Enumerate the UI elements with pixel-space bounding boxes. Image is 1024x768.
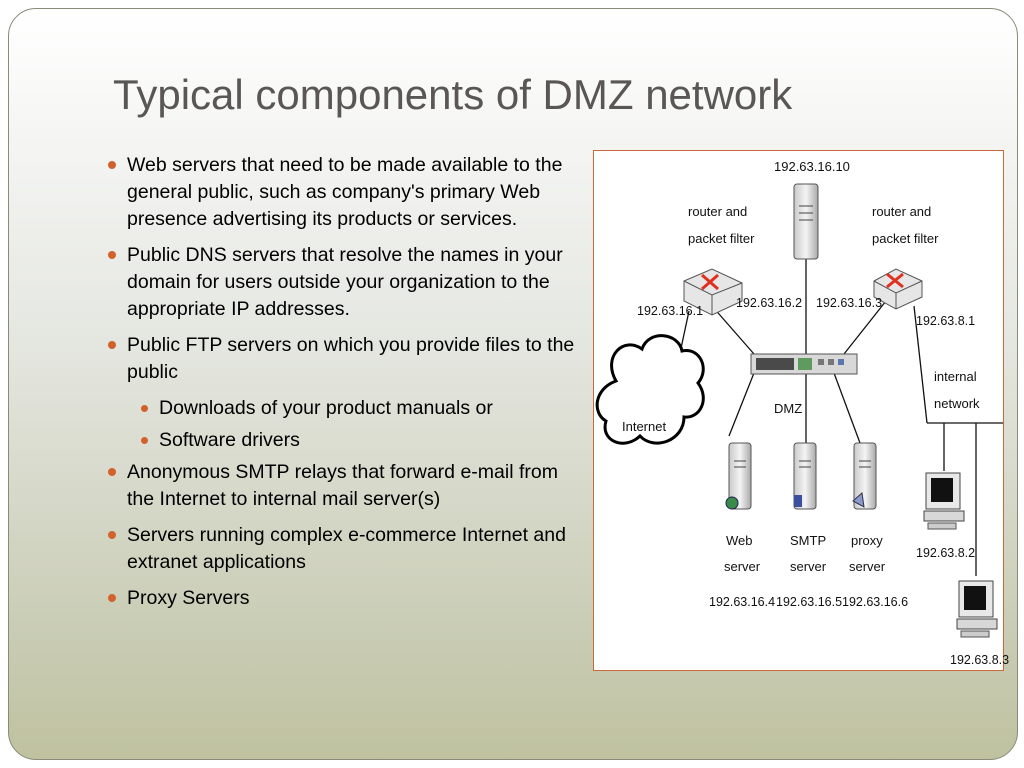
bullet-text: Servers running complex e-commerce Inter… [127, 524, 566, 573]
top-server-ip: 192.63.16.10 [774, 159, 850, 174]
bullet-dot-icon [108, 594, 116, 602]
slide-title: Typical components of DMZ network [113, 71, 793, 118]
sub-bullet-item: Software drivers [97, 427, 577, 454]
bullet-text: Downloads of your product manuals or [159, 397, 493, 419]
top-server-icon [793, 183, 819, 260]
bullet-item: Anonymous SMTP relays that forward e-mai… [97, 459, 577, 513]
router-right-ip-left: 192.63.16.3 [816, 296, 882, 310]
internal-network-line2: network [934, 396, 980, 411]
proxy-server-ip: 192.63.16.6 [842, 595, 908, 609]
bullet-dot-icon [141, 405, 148, 412]
router-left-ip-right: 192.63.16.2 [736, 296, 802, 310]
router-right-line1: router and [872, 204, 931, 219]
smtp-server-ip: 192.63.16.5 [776, 595, 842, 609]
bullet-text: Public FTP servers on which you provide … [127, 334, 575, 383]
bullet-dot-icon [108, 251, 116, 259]
web-server-ip: 192.63.16.4 [709, 595, 775, 609]
bullet-item: Public DNS servers that resolve the name… [97, 242, 577, 323]
router-left-line2: packet filter [688, 231, 755, 246]
sub-bullet-item: Downloads of your product manuals or [97, 395, 577, 422]
web-server-icon [725, 442, 752, 510]
proxy-server-icon [852, 442, 877, 510]
slide: Typical components of DMZ network Web se… [8, 8, 1018, 760]
connection-lines [673, 259, 1003, 576]
bullet-dot-icon [108, 468, 116, 476]
internet-label: Internet [622, 419, 666, 434]
bullet-dot-icon [108, 341, 116, 349]
internet-cloud-icon [595, 334, 705, 445]
dmz-network-diagram: 192.63.16.10 router and packet filter 19… [593, 150, 1009, 671]
bullet-item: Servers running complex e-commerce Inter… [97, 522, 577, 576]
workstation-2-icon [956, 580, 998, 638]
smtp-server-icon [793, 442, 817, 510]
workstation-2-ip: 192.63.8.3 [950, 653, 1009, 667]
proxy-server-line2: server [849, 559, 886, 574]
dmz-label: DMZ [774, 401, 802, 416]
internal-network-line1: internal [934, 369, 977, 384]
bullet-item: Proxy Servers [97, 585, 577, 612]
bullet-text: Software drivers [159, 429, 300, 451]
router-left-ip-left: 192.63.16.1 [637, 304, 703, 318]
bullet-dot-icon [108, 531, 116, 539]
router-right-line2: packet filter [872, 231, 939, 246]
bullet-text: Public DNS servers that resolve the name… [127, 244, 563, 320]
web-server-line2: server [724, 559, 761, 574]
web-server-line1: Web [726, 533, 753, 548]
bullet-text: Proxy Servers [127, 587, 250, 609]
router-left-line1: router and [688, 204, 747, 219]
bullet-text: Anonymous SMTP relays that forward e-mai… [127, 461, 558, 510]
bullet-text: Web servers that need to be made availab… [127, 154, 563, 230]
dmz-switch-icon [750, 353, 858, 375]
bullet-list: Web servers that need to be made availab… [97, 152, 577, 621]
router-right-icon [873, 268, 923, 310]
smtp-server-line2: server [790, 559, 827, 574]
bullet-dot-icon [141, 437, 148, 444]
bullet-item: Public FTP servers on which you provide … [97, 332, 577, 386]
router-right-ip-right: 192.63.8.1 [916, 314, 975, 328]
router-left-icon [683, 268, 743, 316]
bullet-item: Web servers that need to be made availab… [97, 152, 577, 233]
bullet-dot-icon [108, 161, 116, 169]
proxy-server-line1: proxy [851, 533, 883, 548]
workstation-1-ip: 192.63.8.2 [916, 546, 975, 560]
workstation-1-icon [923, 472, 965, 530]
smtp-server-line1: SMTP [790, 533, 826, 548]
